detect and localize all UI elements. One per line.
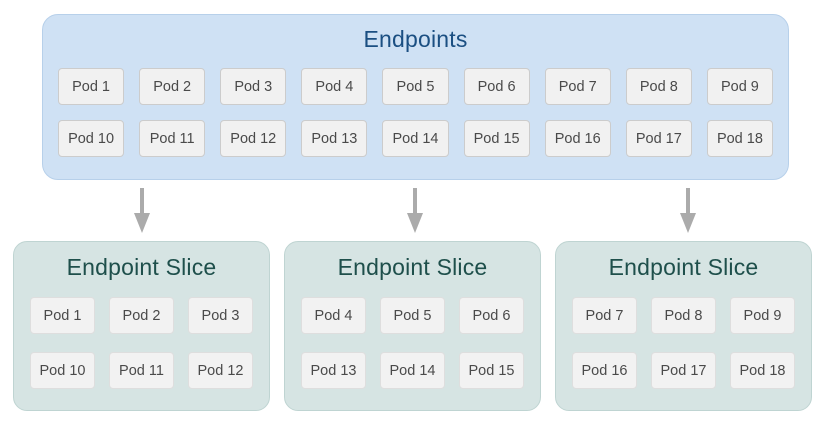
endpoint-slice-title: Endpoint Slice [337, 254, 488, 280]
slice-pod-row-1: Pod 4 Pod 5 Pod 6 [301, 297, 524, 334]
pod-box: Pod 15 [463, 120, 530, 157]
pod-box: Pod 12 [220, 120, 287, 157]
pod-box: Pod 10 [58, 120, 125, 157]
pod-box: Pod 7 [572, 297, 637, 334]
slice-pod-row-2: Pod 16 Pod 17 Pod 18 [572, 352, 795, 389]
pod-box: Pod 7 [544, 68, 611, 105]
endpoint-slice-box-3: Endpoint Slice Pod 7 Pod 8 Pod 9 Pod 16 … [555, 241, 812, 411]
pod-box: Pod 3 [220, 68, 287, 105]
pod-box: Pod 11 [109, 352, 174, 389]
pod-box: Pod 6 [459, 297, 524, 334]
pod-box: Pod 14 [382, 120, 449, 157]
endpoints-pod-row-1: Pod 1 Pod 2 Pod 3 Pod 4 Pod 5 Pod 6 Pod … [58, 68, 773, 105]
down-arrow-icon [133, 188, 151, 233]
pod-box: Pod 9 [730, 297, 795, 334]
pod-box: Pod 5 [382, 68, 449, 105]
slice-pod-row-1: Pod 7 Pod 8 Pod 9 [572, 297, 795, 334]
pod-box: Pod 8 [651, 297, 716, 334]
pod-box: Pod 8 [625, 68, 692, 105]
down-arrow-icon [406, 188, 424, 233]
pod-box: Pod 11 [139, 120, 206, 157]
endpoints-box: Endpoints Pod 1 Pod 2 Pod 3 Pod 4 Pod 5 … [42, 14, 789, 180]
pod-box: Pod 1 [58, 68, 125, 105]
slice-pod-row-2: Pod 10 Pod 11 Pod 12 [30, 352, 253, 389]
pod-box: Pod 17 [625, 120, 692, 157]
pod-box: Pod 18 [706, 120, 773, 157]
endpoint-slice-box-1: Endpoint Slice Pod 1 Pod 2 Pod 3 Pod 10 … [13, 241, 270, 411]
pod-box: Pod 9 [706, 68, 773, 105]
pod-box: Pod 3 [188, 297, 253, 334]
pod-box: Pod 13 [301, 352, 366, 389]
pod-box: Pod 6 [463, 68, 530, 105]
pod-box: Pod 12 [188, 352, 253, 389]
pod-box: Pod 18 [730, 352, 795, 389]
pod-box: Pod 13 [301, 120, 368, 157]
pod-box: Pod 16 [572, 352, 637, 389]
pod-box: Pod 17 [651, 352, 716, 389]
pod-box: Pod 14 [380, 352, 445, 389]
endpoint-slice-title: Endpoint Slice [608, 254, 759, 280]
pod-box: Pod 16 [544, 120, 611, 157]
slice-pod-row-2: Pod 13 Pod 14 Pod 15 [301, 352, 524, 389]
slice-pod-row-1: Pod 1 Pod 2 Pod 3 [30, 297, 253, 334]
pod-box: Pod 15 [459, 352, 524, 389]
endpoints-title: Endpoints [363, 26, 468, 52]
pod-box: Pod 5 [380, 297, 445, 334]
endpoint-slice-title: Endpoint Slice [66, 254, 217, 280]
pod-box: Pod 2 [109, 297, 174, 334]
pod-box: Pod 10 [30, 352, 95, 389]
pod-box: Pod 2 [139, 68, 206, 105]
pod-box: Pod 1 [30, 297, 95, 334]
pod-box: Pod 4 [301, 297, 366, 334]
endpoint-slice-box-2: Endpoint Slice Pod 4 Pod 5 Pod 6 Pod 13 … [284, 241, 541, 411]
down-arrow-icon [679, 188, 697, 233]
endpoints-pod-row-2: Pod 10 Pod 11 Pod 12 Pod 13 Pod 14 Pod 1… [58, 120, 773, 157]
pod-box: Pod 4 [301, 68, 368, 105]
